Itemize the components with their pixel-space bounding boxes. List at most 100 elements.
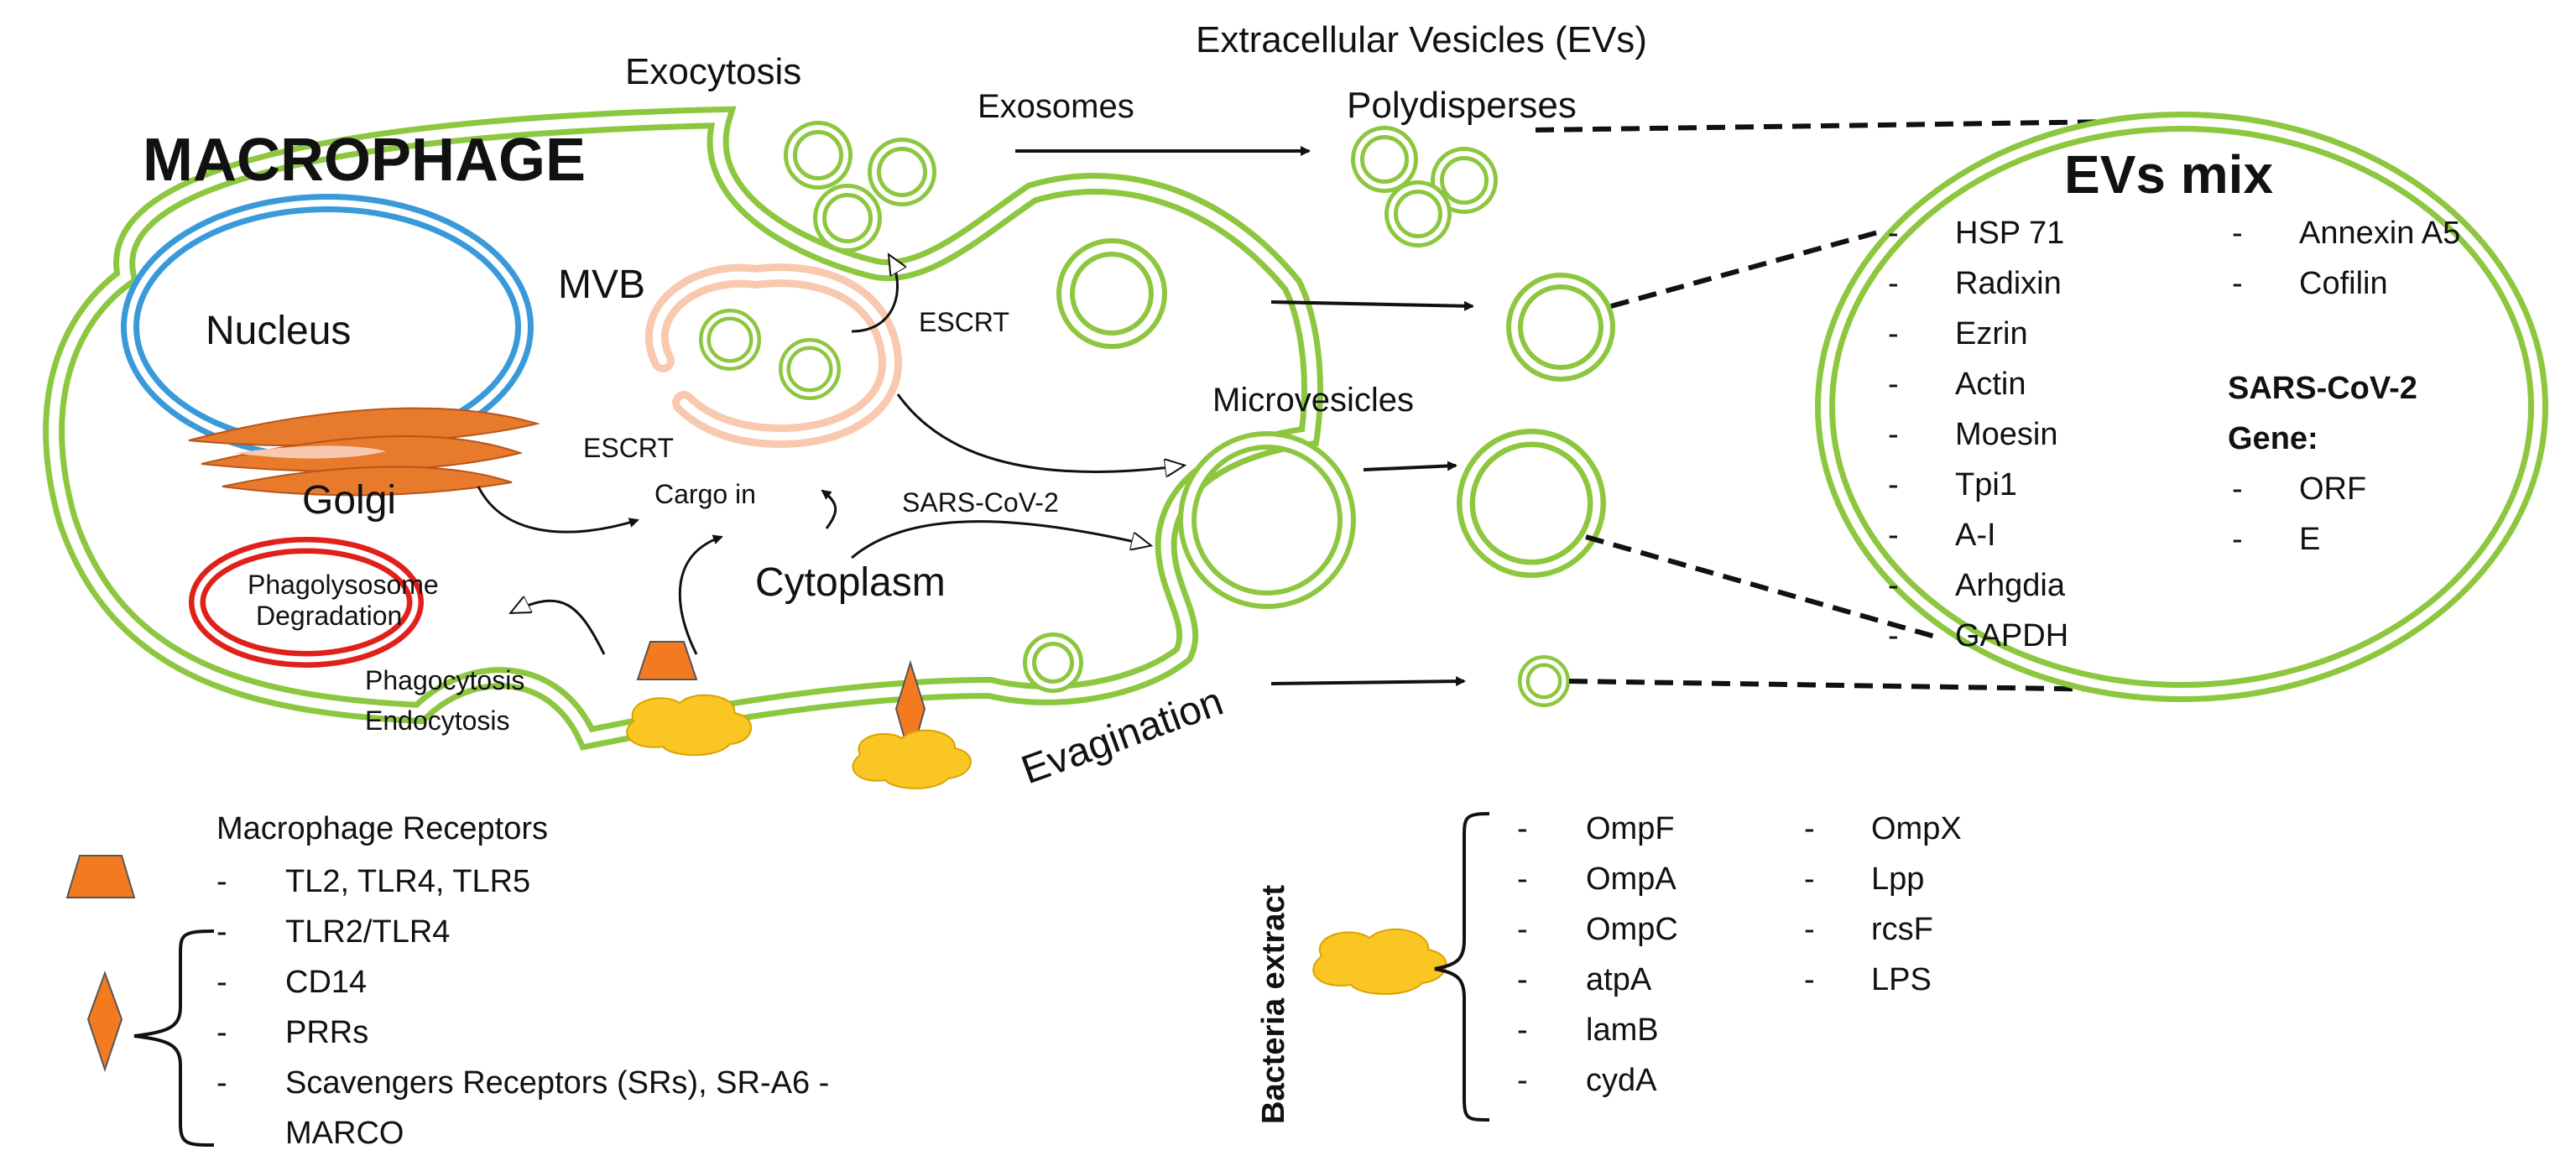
svg-text:-: - [216,965,227,1000]
evs-item: Moesin [1955,417,2058,452]
bacteria-extract-cloud [626,694,972,789]
evs-item: A-I [1955,518,1996,553]
bacteria-extract-title: Bacteria extract [1256,884,1291,1124]
membrane-bud-vesicle [1056,238,1167,349]
bacteria-item: LPS [1871,962,1932,997]
bacteria-item: OmpX [1871,811,1962,846]
evs-item: Arhgdia [1955,568,2066,603]
exocytosis-label: Exocytosis [625,51,801,92]
evs-item: Cofilin [2299,266,2388,301]
evs-item: Annexin A5 [2299,216,2460,251]
evs-item: Tpi1 [1955,467,2017,502]
receptor-item: TL2, TLR4, TLR5 [285,864,530,899]
receptors-title: Macrophage Receptors [216,811,548,846]
sars-gene-title: Gene: [2228,421,2318,456]
macrophage-title: MACROPHAGE [143,127,586,194]
evagination-vesicle [1023,632,1083,693]
legend-diamond-icon [86,971,123,1073]
ev-mix-connectors [1535,119,2115,692]
microvesicles-label: Microvesicles [1212,382,1414,419]
evs-item: Radixin [1955,266,2062,301]
svg-text:-: - [1888,316,1899,351]
svg-text:-: - [216,1065,227,1101]
phagolysosome [189,537,424,668]
svg-text:-: - [2232,471,2243,507]
golgi-stack [188,407,540,497]
internal-pathway-arrows [477,256,1183,655]
svg-text:-: - [216,1015,227,1050]
svg-text:-: - [1888,568,1899,603]
cargo-in-label: Cargo in [654,479,756,509]
bacteria-item: rcsF [1871,912,1933,947]
bacteria-col1: - OmpF - OmpA - OmpC - atpA - lamB - cydA [1517,811,1678,1098]
receptor-item: PRRs [285,1015,368,1050]
bacteria-item: OmpF [1586,811,1675,846]
gene-item: E [2299,522,2320,557]
bacteria-item: OmpC [1586,912,1678,947]
evs-item: GAPDH [1955,618,2068,653]
sars-genes: - ORF - E [2232,471,2366,557]
receptor-item: CD14 [285,965,367,1000]
svg-text:-: - [1804,811,1815,846]
legend-trapezoid-icon [65,855,136,898]
mvb-label: MVB [558,263,645,307]
polydisperses-label: Polydisperses [1347,85,1577,126]
diamond-items: - TLR2/TLR4 - CD14 - PRRs - Scavengers Recep… [216,914,829,1151]
phagolysosome-label: Phagolysosome [248,570,439,600]
golgi-label: Golgi [302,478,396,523]
bacteria-item: OmpA [1586,861,1676,897]
legend-bacteria-icon [1312,928,1447,995]
trapezoid-receptor [636,641,698,680]
evs-item: HSP 71 [1955,216,2064,251]
svg-text:-: - [1804,962,1815,997]
sars-cov-2-title: SARS-CoV-2 [2228,371,2417,406]
evs-mix-circle [1815,112,2548,702]
evs-item: Actin [1955,367,2026,402]
macrophage-membrane [43,106,1323,751]
ev-title-label: Extracellular Vesicles (EVs) [1196,19,1647,60]
gene-item: ORF [2299,471,2366,507]
receptor-item: TLR2/TLR4 [285,914,450,950]
svg-text:-: - [1804,912,1815,947]
bacteria-item: cydA [1586,1063,1657,1098]
sars-arrow-label: SARS-CoV-2 [902,487,1059,518]
svg-text:-: - [216,914,227,950]
evs-mix-title: EVs mix [2064,144,2273,205]
bacteria-item: atpA [1586,962,1652,997]
svg-text:-: - [2232,266,2243,301]
svg-text:-: - [1517,912,1528,947]
svg-text:-: - [1517,1012,1528,1048]
evs-item: Ezrin [1955,316,2028,351]
bacteria-item: Lpp [1871,861,1924,897]
endocytosis-label: Endocytosis [365,705,510,736]
nucleus-label: Nucleus [206,309,351,353]
svg-text:-: - [1888,367,1899,402]
svg-text:-: - [1888,467,1899,502]
svg-text:-: - [1517,1063,1528,1098]
escrt-left-label: ESCRT [583,433,674,463]
receptor-item: Scavengers Receptors (SRs), SR-A6 - [285,1065,829,1101]
svg-text:-: - [1517,811,1528,846]
svg-text:-: - [1888,266,1899,301]
microvesicle-bud [1178,431,1356,609]
svg-text:-: - [1517,962,1528,997]
svg-text:-: - [1888,518,1899,553]
exocytosis-vesicles [784,121,936,252]
bacteria-col2: -OmpX -Lpp -rcsF -LPS [1804,811,1962,997]
evs-mix-col1: - HSP 71 - Radixin - Ezrin - Actin - Moesin -… [1888,216,2068,653]
svg-text:-: - [2232,216,2243,251]
cytoplasm-label: Cytoplasm [755,560,946,605]
released-evs [1351,126,1615,707]
diamond-legend-bracket [133,929,215,1147]
bacteria-legend-bracket [1434,812,1490,1122]
trapezoid-items: -TL2, TLR4, TLR5 [216,864,530,899]
svg-text:-: - [1517,861,1528,897]
svg-text:-: - [2232,522,2243,557]
svg-text:-: - [1888,417,1899,452]
escrt-top-label: ESCRT [919,307,1009,337]
phagocytosis-label: Phagocytosis [365,665,524,695]
bacteria-item: lamB [1586,1012,1659,1048]
receptor-item: MARCO [285,1116,404,1151]
degradation-label: Degradation [256,601,402,631]
